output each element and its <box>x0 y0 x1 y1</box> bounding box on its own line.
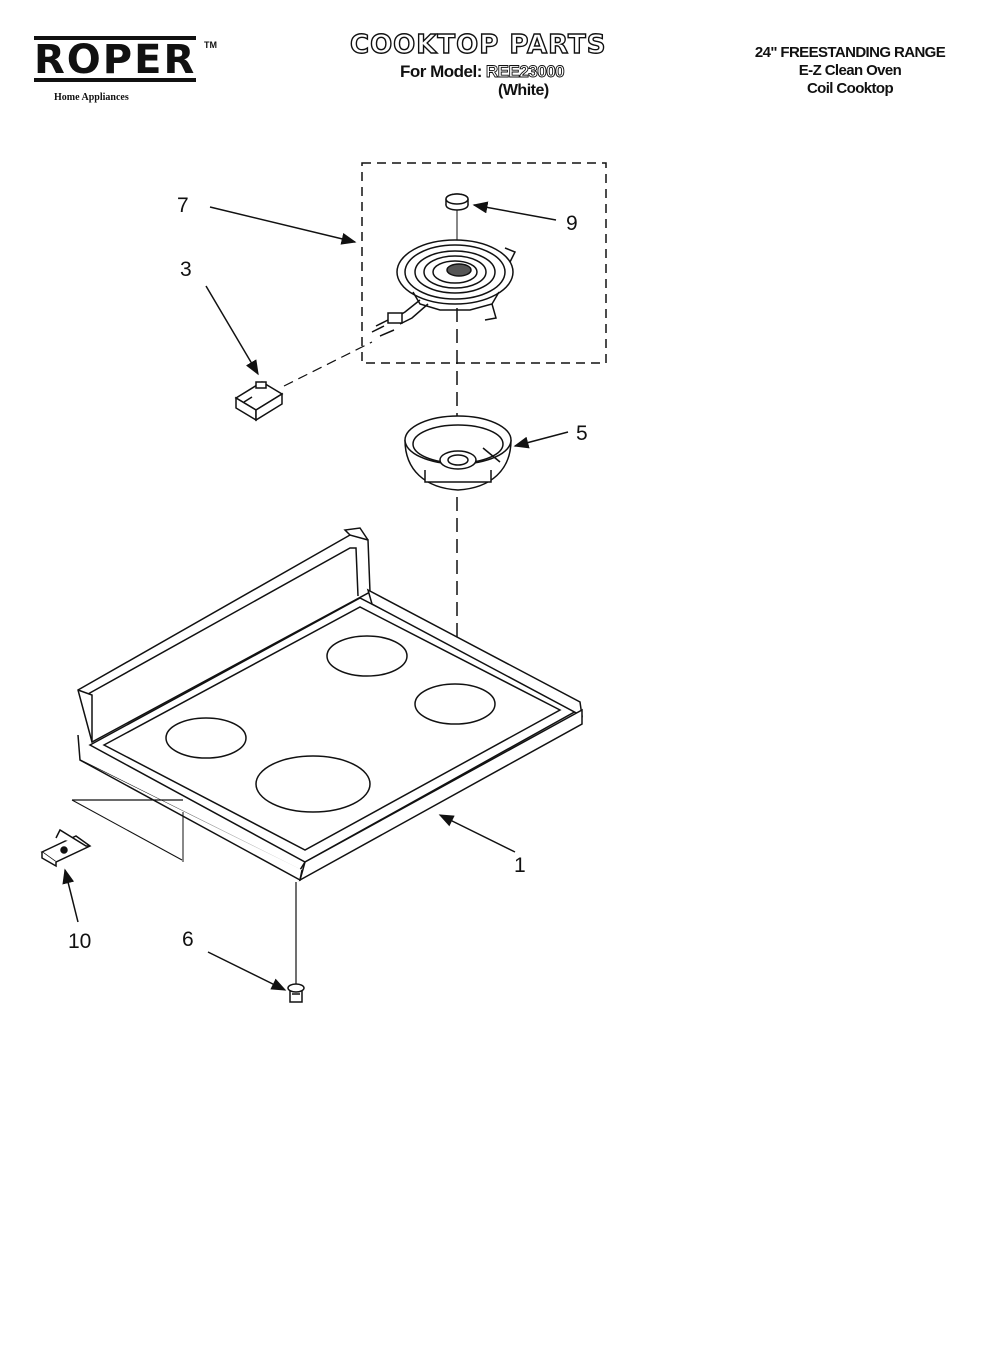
screw-part <box>287 983 305 1003</box>
header: COOKTOP PARTS For Model:REE23000 (White) <box>349 29 650 100</box>
surface-element-part <box>371 239 517 337</box>
drip-bowl-part <box>404 415 512 491</box>
product-line-2: E-Z Clean Oven <box>798 62 902 79</box>
leader-7 <box>209 206 357 245</box>
callout-5: 5 <box>576 422 588 445</box>
callout-9: 9 <box>566 212 578 235</box>
page-title: COOKTOP PARTS <box>349 29 607 60</box>
model-color: (White) <box>498 82 549 99</box>
terminal-block-part <box>234 381 284 422</box>
bracket-part <box>40 828 92 868</box>
callout-7: 7 <box>177 194 189 217</box>
model-line: For Model:REE23000 <box>400 62 650 82</box>
center-cap-part <box>445 193 469 211</box>
model-prefix: For Model: <box>400 62 482 81</box>
callout-6: 6 <box>182 928 194 951</box>
brand-logo: ROPER TM Home Appliances <box>34 36 217 103</box>
leader-3 <box>205 285 259 376</box>
cooktop-part <box>77 527 583 882</box>
product-description: 24" FREESTANDING RANGE E-Z Clean Oven Co… <box>730 44 970 98</box>
callout-10: 10 <box>68 930 91 953</box>
element-assembly-boundary <box>361 162 607 364</box>
leader-10 <box>62 868 79 923</box>
leader-9 <box>472 201 557 221</box>
model-number: REE23000 <box>485 62 565 82</box>
brand-name: ROPER <box>34 36 197 83</box>
callout-1: 1 <box>514 854 526 877</box>
brand-tagline: Home Appliances <box>54 92 129 103</box>
leader-6 <box>207 951 287 991</box>
product-line-1: 24" FREESTANDING RANGE <box>754 44 946 61</box>
leader-5 <box>513 431 569 449</box>
brand-trademark: TM <box>204 40 217 50</box>
leader-1 <box>438 814 516 853</box>
callout-3: 3 <box>180 258 192 281</box>
product-line-3: Coil Cooktop <box>806 80 894 97</box>
